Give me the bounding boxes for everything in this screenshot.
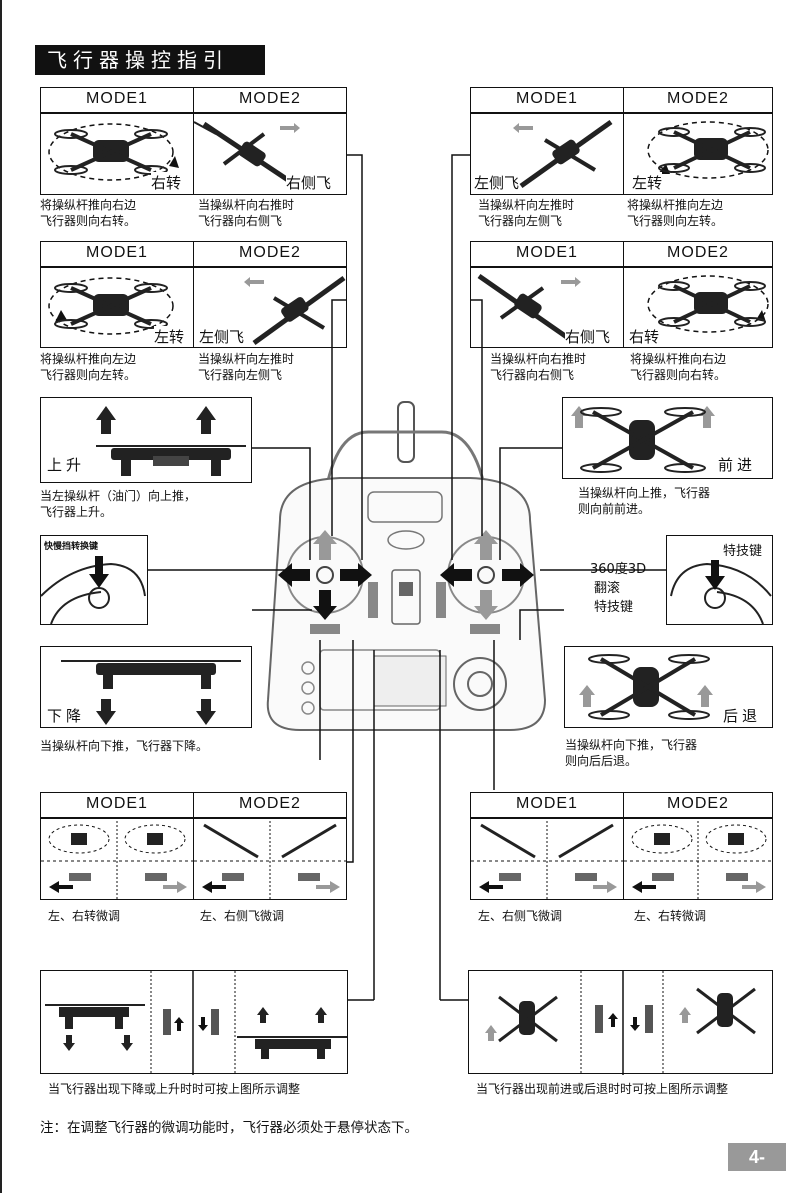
label-backward: 后退 bbox=[723, 707, 762, 725]
label-flip-line3: 特技键 bbox=[594, 600, 634, 615]
caption-trim-throttle: 当飞行器出现下降或上升时时可按上图所示调整 bbox=[48, 1082, 301, 1096]
mode1-header: MODE1 bbox=[86, 90, 148, 107]
panel-backward: 后退 bbox=[564, 646, 773, 728]
panel-trim-right-mode2: MODE2 bbox=[623, 792, 773, 901]
label-left-side-fly: 左侧飞 bbox=[474, 172, 520, 193]
mode1-header: MODE1 bbox=[516, 90, 578, 107]
label-speed-switch: 快慢挡转换键 bbox=[44, 542, 99, 552]
caption-trim-right-mode2: 左、右转微调 bbox=[634, 909, 707, 923]
caption-descend: 当操纵杆向下推，飞行器下降。 bbox=[40, 739, 209, 753]
panel-tl2-mode1: MODE1 左转 bbox=[40, 241, 194, 348]
drone-yaw-left-illustration bbox=[647, 121, 769, 179]
mode1-header: MODE1 bbox=[86, 795, 148, 812]
caption-trim-right-mode1: 左、右侧飞微调 bbox=[478, 909, 563, 923]
roll-trim-illustration bbox=[194, 817, 346, 901]
yaw-trim-illustration bbox=[624, 817, 772, 901]
panel-trim-pitch bbox=[468, 970, 773, 1075]
caption-tl1-mode2: 当操纵杆向右推时 飞行器向右侧飞 bbox=[198, 198, 295, 228]
caption-tr1-mode2: 将操纵杆推向左边 飞行器则向左转。 bbox=[627, 198, 724, 228]
label-left-turn: 左转 bbox=[632, 172, 663, 193]
caption-tr2-mode1: 当操纵杆向右推时 飞行器向右侧飞 bbox=[490, 352, 587, 382]
caption-backward: 当操纵杆向下推，飞行器 则向后后退。 bbox=[565, 738, 698, 768]
panel-tr1-mode1: MODE1 左侧飞 bbox=[470, 87, 624, 195]
label-right-side-fly: 右侧飞 bbox=[565, 326, 611, 347]
caption-tl2-mode1: 将操纵杆推向左边 飞行器则向左转。 bbox=[40, 352, 137, 382]
caption-tl1-mode1: 将操纵杆推向右边 飞行器则向右转。 bbox=[40, 198, 137, 228]
panel-trim-left-mode1: MODE1 bbox=[40, 792, 194, 901]
panel-tr2-mode2: MODE2 右转 bbox=[623, 241, 773, 348]
caption-forward: 当操纵杆向上推，飞行器 则向前前进。 bbox=[578, 486, 711, 516]
label-left-side-fly: 左侧飞 bbox=[199, 326, 245, 347]
panel-tl2-mode2: MODE2 左侧飞 bbox=[193, 241, 347, 348]
panel-speed-switch: 快慢挡转换键 bbox=[40, 535, 148, 625]
page-left-edge bbox=[0, 0, 2, 1193]
page-title: 飞行器操控指引 bbox=[35, 45, 265, 75]
mode2-header: MODE2 bbox=[239, 795, 301, 812]
pitch-trim-illustration bbox=[485, 971, 756, 1075]
mode1-header: MODE1 bbox=[516, 795, 578, 812]
mode1-header: MODE1 bbox=[516, 244, 578, 261]
label-stunt-key: 特技键 bbox=[723, 544, 763, 559]
shoulder-button-illustration bbox=[40, 556, 146, 625]
roll-trim-illustration bbox=[471, 817, 623, 901]
label-right-turn: 右转 bbox=[151, 172, 182, 193]
caption-ascend: 当左操纵杆（油门）向上推， 飞行器上升。 bbox=[40, 489, 197, 519]
page-number: 4- bbox=[728, 1143, 786, 1171]
label-descend: 下降 bbox=[47, 707, 86, 725]
label-right-side-fly: 右侧飞 bbox=[286, 172, 332, 193]
caption-tr1-mode1: 当操纵杆向左推时 飞行器向左侧飞 bbox=[478, 198, 575, 228]
shoulder-button-illustration bbox=[670, 560, 772, 625]
drone-backward-illustration bbox=[579, 654, 713, 720]
caption-trim-pitch: 当飞行器出现前进或后退时时可按上图所示调整 bbox=[476, 1082, 729, 1096]
panel-trim-throttle bbox=[40, 970, 348, 1075]
panel-stunt-key: 特技键 bbox=[666, 535, 773, 625]
panel-descend: 下降 bbox=[40, 646, 252, 728]
mode2-header: MODE2 bbox=[667, 90, 729, 107]
caption-tr2-mode2: 将操纵杆推向右边 飞行器则向右转。 bbox=[630, 352, 727, 382]
mode2-header: MODE2 bbox=[667, 244, 729, 261]
caption-trim-left-mode1: 左、右转微调 bbox=[48, 909, 121, 923]
drone-ascend-illustration bbox=[96, 406, 246, 476]
mode1-header: MODE1 bbox=[86, 244, 148, 261]
panel-trim-left-mode2: MODE2 bbox=[193, 792, 347, 901]
drone-descend-illustration bbox=[61, 660, 241, 725]
footnote: 注：在调整飞行器的微调功能时，飞行器必须处于悬停状态下。 bbox=[40, 1120, 418, 1136]
panel-tl1-mode1: MODE1 右转 bbox=[40, 87, 194, 195]
mode2-header: MODE2 bbox=[239, 90, 301, 107]
caption-tl2-mode2: 当操纵杆向左推时 飞行器向左侧飞 bbox=[198, 352, 295, 382]
label-ascend: 上升 bbox=[47, 456, 86, 474]
panel-tr2-mode1: MODE1 右侧飞 bbox=[470, 241, 624, 348]
caption-trim-left-mode2: 左、右侧飞微调 bbox=[200, 909, 285, 923]
drone-roll-right-illustration bbox=[477, 273, 581, 343]
drone-roll-left-illustration bbox=[244, 275, 346, 346]
mode2-header: MODE2 bbox=[239, 244, 301, 261]
label-left-turn: 左转 bbox=[154, 326, 185, 347]
drone-forward-illustration bbox=[571, 406, 715, 473]
label-flip-line2: 翻滚 bbox=[594, 581, 621, 596]
drone-yaw-right-illustration bbox=[48, 123, 179, 181]
drone-yaw-right-illustration bbox=[647, 275, 769, 333]
throttle-trim-illustration bbox=[45, 971, 347, 1075]
label-right-turn: 右转 bbox=[629, 326, 660, 347]
panel-trim-right-mode1: MODE1 bbox=[470, 792, 624, 901]
yaw-trim-illustration bbox=[41, 817, 193, 901]
panel-tl1-mode2: MODE2 右侧飞 bbox=[193, 87, 347, 195]
panel-tr1-mode2: MODE2 左转 bbox=[623, 87, 773, 195]
panel-forward: 前进 bbox=[562, 397, 773, 479]
mode2-header: MODE2 bbox=[667, 795, 729, 812]
panel-ascend: 上升 bbox=[40, 397, 252, 483]
label-forward: 前进 bbox=[718, 456, 757, 474]
drone-yaw-left-illustration bbox=[48, 277, 174, 335]
drone-roll-left-illustration bbox=[513, 119, 613, 189]
